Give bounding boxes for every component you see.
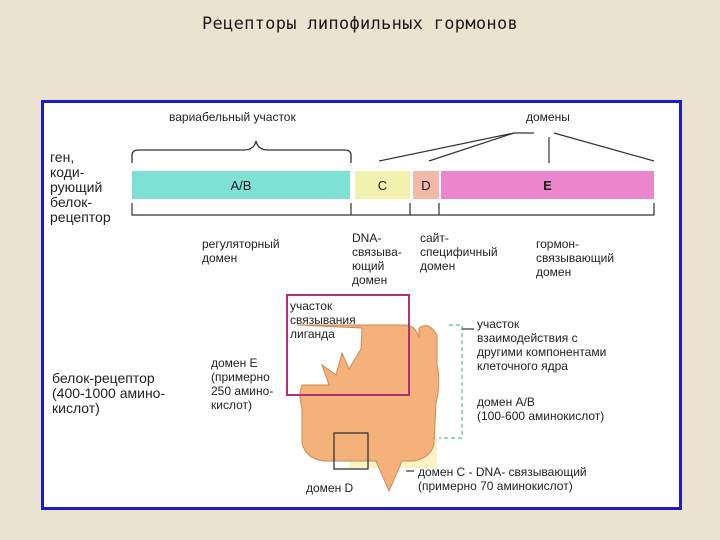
diagram-lines: [131, 132, 655, 493]
gene-label: ген, коди- рующий белок- рецептор: [50, 149, 111, 225]
figure-frame: вариабельный участок домены ген, коди- р…: [41, 100, 682, 510]
slide-title: Рецепторы липофильных гормонов: [201, 14, 519, 34]
site-specific-domain-caption: сайт- специфичный домен: [420, 231, 498, 273]
variable-region-brace: [131, 140, 352, 163]
domain-d-box: [333, 432, 369, 470]
domain-d-label: домен D: [306, 481, 354, 495]
dna-binding-domain-caption: DNA- связыва- ющий домен: [352, 231, 402, 287]
lower-bracket: [131, 203, 655, 216]
segment-c: C: [355, 171, 410, 199]
segment-d-label: D: [421, 177, 431, 193]
protein-body: [296, 324, 440, 493]
segment-e-label: E: [543, 177, 552, 193]
segment-ab: A/B: [132, 171, 350, 199]
segment-c-label: C: [377, 177, 388, 193]
segment-ab-label: A/B: [230, 177, 252, 193]
variable-region-label: вариабельный участок: [169, 110, 296, 124]
ligand-site-label: участок связывания лиганда: [290, 299, 356, 341]
domain-ab-label: домен А/В (100-600 аминокислот): [477, 395, 605, 423]
interaction-bracket: [439, 324, 463, 439]
protein-receptor-label: белок-рецептор (400-1000 амино- кислот): [52, 370, 166, 416]
segment-d: D: [413, 171, 439, 199]
domain-c-label: домен С - DNA- связывающий (примерно 70 …: [418, 465, 587, 493]
hormone-binding-domain-caption: гормон- связывающий домен: [536, 237, 615, 279]
interaction-site-label: участок взаимодействия с другими компоне…: [477, 317, 607, 373]
segment-e: E: [441, 171, 654, 199]
ligand-site-box: [286, 294, 410, 396]
domains-pointer-lines: [378, 132, 655, 163]
lower-bracket-ticks: [350, 203, 440, 215]
domains-label: домены: [526, 110, 570, 124]
regulatory-domain-caption: регуляторный домен: [202, 237, 280, 265]
domain-e-label: домен Е (примерно 250 амино- кислот): [211, 356, 274, 412]
